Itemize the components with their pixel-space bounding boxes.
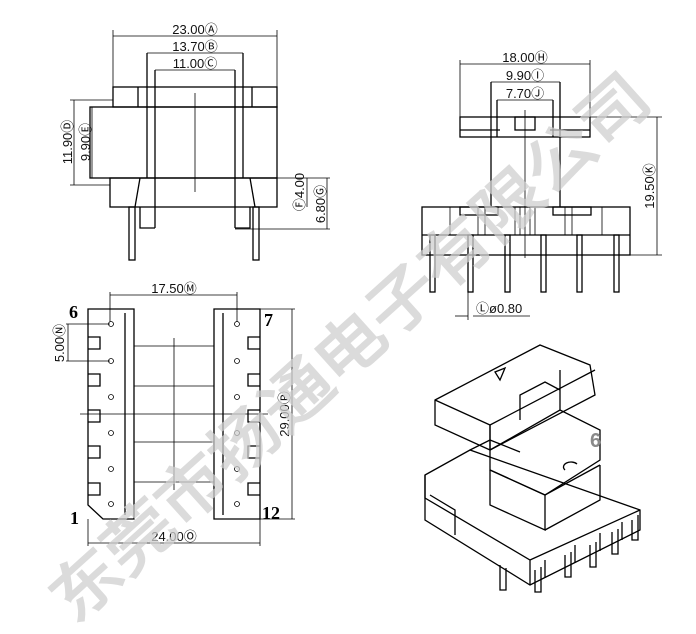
dim-g: 6.80Ⓖ	[313, 185, 328, 223]
dim-d: 11.90Ⓓ	[60, 120, 75, 165]
pin-label-1: 1	[70, 508, 79, 528]
pin-label-7: 7	[264, 310, 273, 330]
dim-a: 23.00Ⓐ	[172, 22, 218, 37]
iso-pin-label: 6	[590, 430, 601, 452]
iso-view: 6	[424, 344, 641, 593]
dim-c: 11.00Ⓒ	[173, 56, 218, 71]
dim-f: Ⓕ4.00	[292, 173, 307, 211]
pin-label-12: 12	[262, 503, 280, 523]
dim-n: 5.00Ⓝ	[52, 324, 67, 362]
dim-k: 19.50Ⓚ	[642, 163, 657, 209]
bottom-view: 17.50Ⓜ 5.00Ⓝ 29.00Ⓟ 24.00Ⓞ 6 7 1 12	[52, 281, 295, 546]
dim-m: 17.50Ⓜ	[151, 281, 197, 296]
dim-j: 7.70Ⓙ	[506, 86, 544, 101]
watermark: 东莞市扬通电子有限公司	[36, 60, 665, 634]
dim-p: 29.00Ⓟ	[277, 391, 292, 437]
dim-i: 9.90Ⓘ	[506, 68, 544, 83]
dim-o: 24.00Ⓞ	[151, 529, 197, 544]
dim-b: 13.70Ⓑ	[172, 39, 218, 54]
pin-label-6: 6	[69, 302, 78, 322]
dim-e: 9.90Ⓔ	[78, 123, 93, 161]
front-view: 23.00Ⓐ 13.70Ⓑ 11.00Ⓒ 11.90Ⓓ 9.90Ⓔ Ⓕ4.00 …	[60, 22, 330, 261]
side-view: 18.00Ⓗ 9.90Ⓘ 7.70Ⓙ 19.50Ⓚ Ⓛø0.80	[421, 50, 662, 320]
dim-h: 18.00Ⓗ	[502, 50, 548, 65]
dim-l: Ⓛø0.80	[476, 301, 522, 316]
